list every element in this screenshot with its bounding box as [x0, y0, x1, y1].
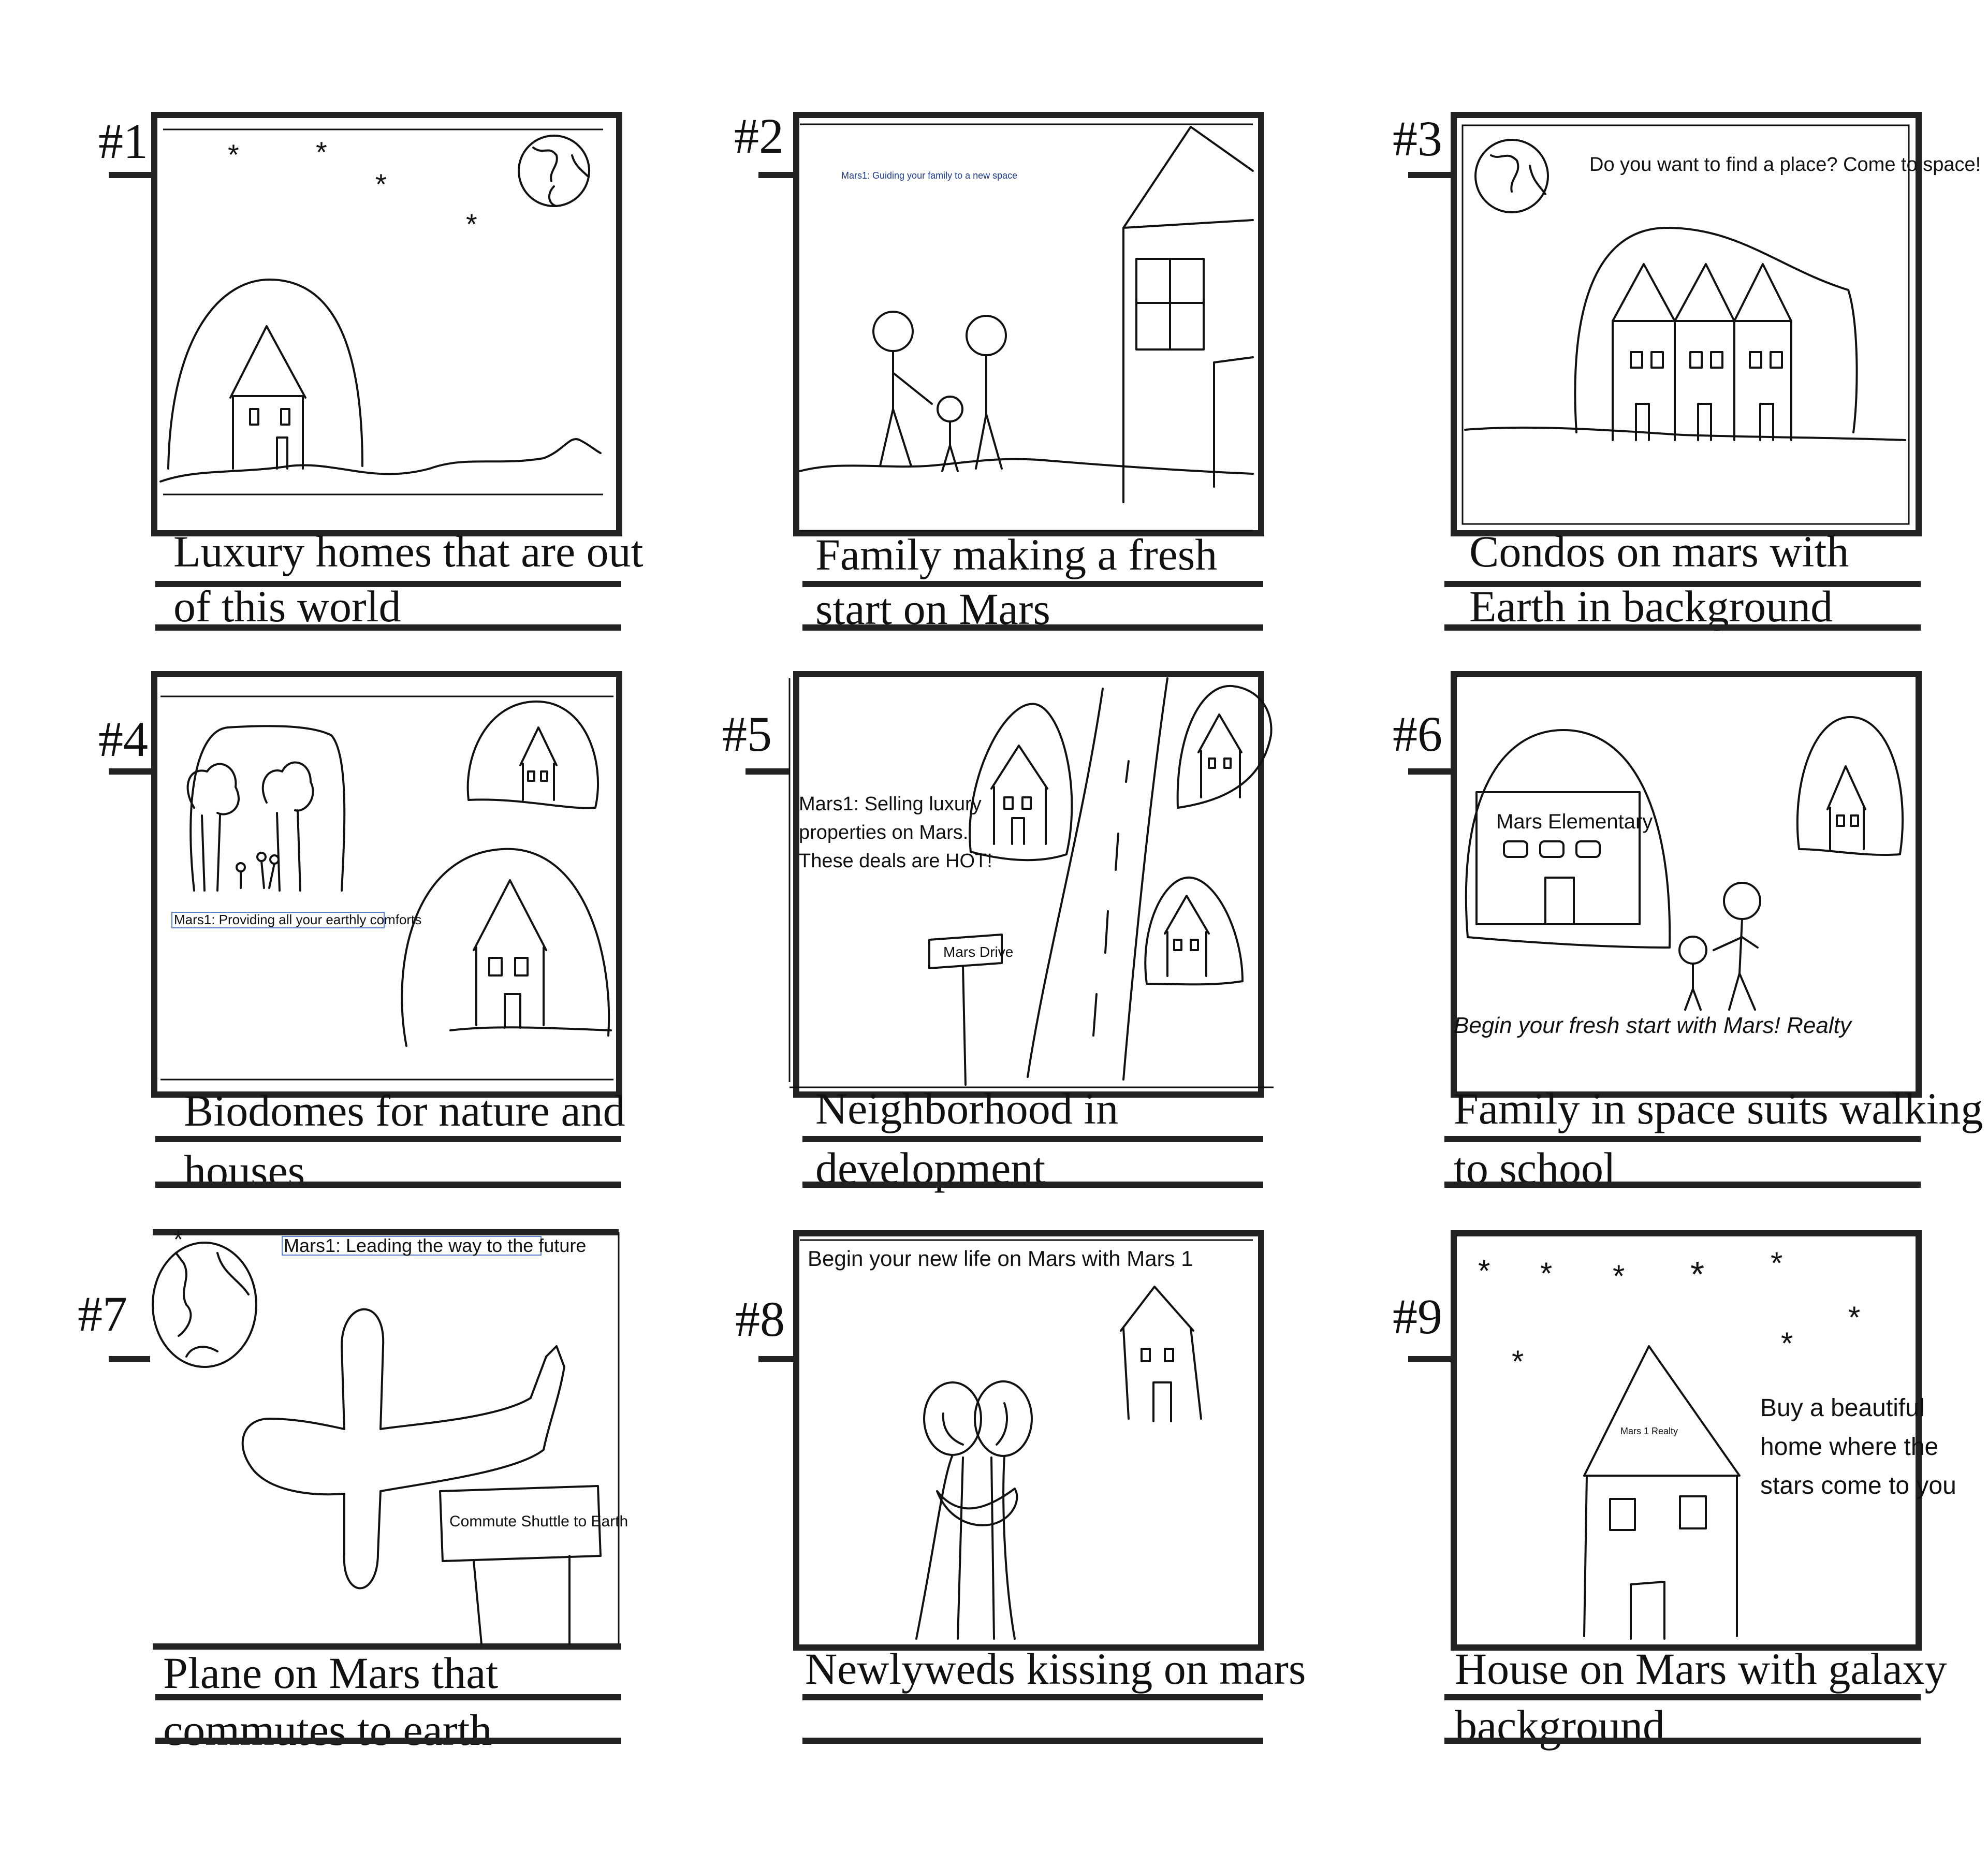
promo-line-1: Buy a beautiful — [1760, 1394, 1925, 1422]
panel-frame — [1451, 1230, 1922, 1651]
star-icon: * — [375, 168, 387, 200]
panel-frame — [793, 671, 1264, 1098]
couple-figures — [915, 1380, 1033, 1640]
street-name: Mars Drive — [943, 944, 1013, 960]
panel-6: #6 Mars Elementary Begin your fr — [1393, 671, 1983, 1193]
caption-line-2: houses — [184, 1146, 305, 1196]
panel-frame — [151, 112, 622, 536]
caption-line-1: Newlyweds kissing on mars — [805, 1644, 1306, 1694]
panel-frame — [151, 671, 622, 1098]
panel-drawing: Mars1: Providing all your earthly comfor… — [160, 695, 613, 1081]
promo-line-2: properties on Mars. — [799, 822, 968, 843]
panel-number: #7 — [78, 1286, 127, 1342]
panel-number: #1 — [98, 113, 148, 169]
panel-drawing: Do you want to find a place? Come to spa… — [1461, 124, 1981, 525]
star-icon: * — [1771, 1246, 1782, 1280]
panel-number: #6 — [1393, 706, 1442, 762]
tagline: Mars1: Leading the way to the future — [284, 1235, 586, 1256]
panel-number: #8 — [735, 1291, 785, 1347]
realty-sign: Mars 1 Realty — [1620, 1426, 1678, 1436]
earth-icon — [1474, 139, 1549, 213]
panel-number: #5 — [722, 706, 772, 762]
tagline: Begin your new life on Mars with Mars 1 — [808, 1246, 1193, 1271]
caption-line-1: Neighborhood in — [815, 1084, 1118, 1133]
caption-line-2: commutes to earth — [163, 1705, 492, 1755]
panel-drawing: Mars Elementary Begin your fresh start w… — [1454, 716, 1904, 1038]
star-icon: * — [1613, 1259, 1625, 1293]
star-icon: * — [1512, 1344, 1524, 1379]
caption-line-1: Family making a fresh — [815, 530, 1217, 579]
star-icon: * — [228, 138, 239, 171]
slogan: Begin your fresh start with Mars! Realty — [1454, 1013, 1853, 1038]
star-icon: * — [1540, 1256, 1552, 1291]
promo-line-3: stars come to you — [1760, 1472, 1956, 1499]
panel-4: #4 Mars1: Providing all your earthly com… — [98, 671, 625, 1196]
star-icon: * — [316, 136, 327, 168]
panel-drawing: Begin your new life on Mars with Mars 1 — [800, 1239, 1253, 1640]
panel-frame — [793, 1230, 1264, 1651]
promo-line-3: These deals are HOT! — [799, 850, 992, 872]
panel-7: #7 * Mars1: Leading the way to the futur… — [78, 1226, 628, 1755]
caption-line-1: Plane on Mars that — [163, 1648, 498, 1698]
panel-8: #8 Begin your new life on Mars with Mars… — [735, 1230, 1306, 1744]
panel-number: #2 — [734, 108, 784, 164]
caption-line-1: Condos on mars with — [1469, 527, 1849, 576]
star-icon: * — [1848, 1300, 1860, 1335]
caption-line-2: Earth in background — [1469, 581, 1833, 631]
panel-number: #4 — [98, 711, 148, 767]
panel-drawing: Mars1: Selling luxury properties on Mars… — [788, 677, 1274, 1088]
caption-line-1: Luxury homes that are out — [173, 527, 644, 576]
caption-line-2: of this world — [173, 581, 401, 631]
promo-line-2: home where the — [1760, 1433, 1938, 1461]
panel-drawing: * * * * — [159, 128, 603, 496]
panel-2: #2 Mars1: Guiding your family to a new s… — [734, 108, 1264, 634]
panel-drawing: * * * * * * * * Mars 1 Realty Buy a beau… — [1478, 1246, 1956, 1640]
panel-9: #9 * * * * * * * * Mars 1 Realty Buy a b… — [1393, 1230, 1956, 1751]
panel-3: #3 Do you want to find a place? Come to … — [1393, 111, 1981, 631]
panel-1: #1 * * * * — [98, 112, 644, 631]
family-figures — [1678, 882, 1761, 1011]
star-icon: * — [466, 208, 477, 240]
caption-line-1: Family in space suits walking — [1454, 1084, 1983, 1133]
shuttle-sign-text: Commute Shuttle to Earth — [449, 1513, 628, 1530]
panel-frame — [1451, 112, 1922, 536]
star-icon: * — [1781, 1326, 1793, 1361]
earth-icon: * — [152, 1226, 257, 1368]
star-icon: * — [1690, 1254, 1704, 1294]
tree-icon — [186, 761, 314, 892]
star-icon: * — [1478, 1254, 1490, 1288]
panel-number: #9 — [1393, 1289, 1442, 1344]
street-sign: Mars Drive — [928, 934, 1013, 1086]
caption-line-1: Biodomes for nature and — [184, 1086, 625, 1135]
tagline: Mars1: Guiding your family to a new spac… — [841, 170, 1017, 181]
panel-5: #5 Mars1: Selling luxury properties on M… — [722, 671, 1274, 1193]
panel-drawing: * Mars1: Leading the way to the future C… — [152, 1226, 628, 1645]
tagline: Mars1: Providing all your earthly comfor… — [174, 912, 421, 927]
school-sign: Mars Elementary — [1496, 810, 1653, 833]
panel-frame — [153, 1229, 621, 1650]
panel-drawing: Mars1: Guiding your family to a new spac… — [799, 123, 1254, 532]
panel-frame — [793, 112, 1264, 536]
earth-icon — [518, 135, 590, 207]
tagline: Do you want to find a place? Come to spa… — [1589, 154, 1981, 176]
promo-line-1: Mars1: Selling luxury — [799, 793, 982, 815]
panel-frame — [1451, 671, 1922, 1098]
caption-line-1: House on Mars with galaxy — [1455, 1644, 1947, 1694]
shuttle-sign: Commute Shuttle to Earth — [439, 1485, 628, 1645]
family-figures — [872, 311, 1007, 472]
star-icon: * — [173, 1226, 183, 1254]
panel-number: #3 — [1393, 111, 1442, 166]
